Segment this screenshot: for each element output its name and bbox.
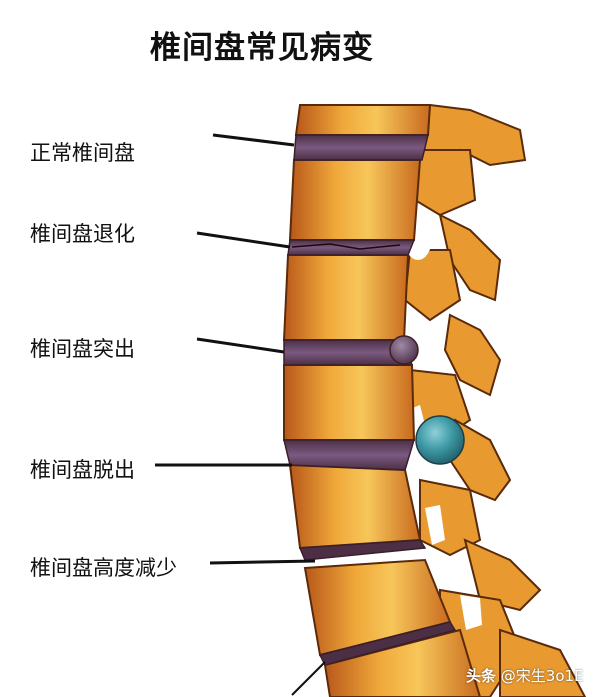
protrusion-bulge [389,335,419,365]
label-disc-degeneration: 椎间盘退化 [30,222,135,246]
extrusion-fragment [415,415,465,465]
watermark: 头条 @宋生3o1E [466,665,584,686]
label-disc-extrusion: 椎间盘脱出 [30,458,135,482]
page-title: 椎间盘常见病变 [150,30,374,66]
label-normal-disc: 正常椎间盘 [30,141,135,165]
watermark-handle: @宋生3o1E [500,667,584,685]
protruded-disc [283,339,414,366]
label-disc-height-loss: 椎间盘高度减少 [30,556,177,580]
thinned-disc [298,539,427,561]
extruded-disc [283,439,416,471]
collapsed-disc [318,621,457,666]
label-disc-protrusion: 椎间盘突出 [30,337,135,361]
watermark-platform: 头条 [466,667,497,685]
normal-disc [293,134,429,161]
pointer-lines [155,133,326,696]
intervertebral-discs [283,134,465,666]
